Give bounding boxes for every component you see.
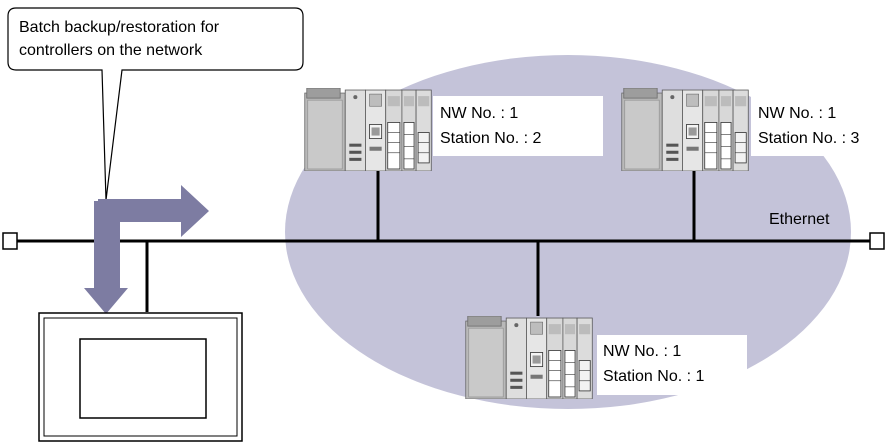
hmi-screen	[79, 338, 207, 419]
callout-line-2: controllers on the network	[19, 42, 203, 59]
left-terminator	[2, 232, 18, 250]
callout-line-1: Batch backup/restoration for	[19, 19, 220, 36]
backup-restore-arrows	[84, 185, 209, 314]
ethernet-label: Ethernet	[769, 211, 830, 228]
right-terminator	[869, 232, 885, 250]
station-2-station-label: Station No. : 2	[440, 130, 541, 147]
station-3-station-label: Station No. : 3	[758, 130, 859, 147]
callout: Batch backup/restoration for controllers…	[7, 7, 304, 201]
plc-station-2: NW No. : 1 Station No. : 2	[304, 88, 603, 171]
hmi-panel	[38, 312, 243, 442]
station-1-nw-label: NW No. : 1	[603, 343, 681, 360]
plc-station-3: NW No. : 1 Station No. : 3	[621, 88, 891, 171]
station-2-nw-label: NW No. : 1	[440, 105, 518, 122]
plc-station-1: NW No. : 1 Station No. : 1	[465, 316, 747, 399]
station-3-nw-label: NW No. : 1	[758, 105, 836, 122]
station-1-station-label: Station No. : 1	[603, 368, 704, 385]
